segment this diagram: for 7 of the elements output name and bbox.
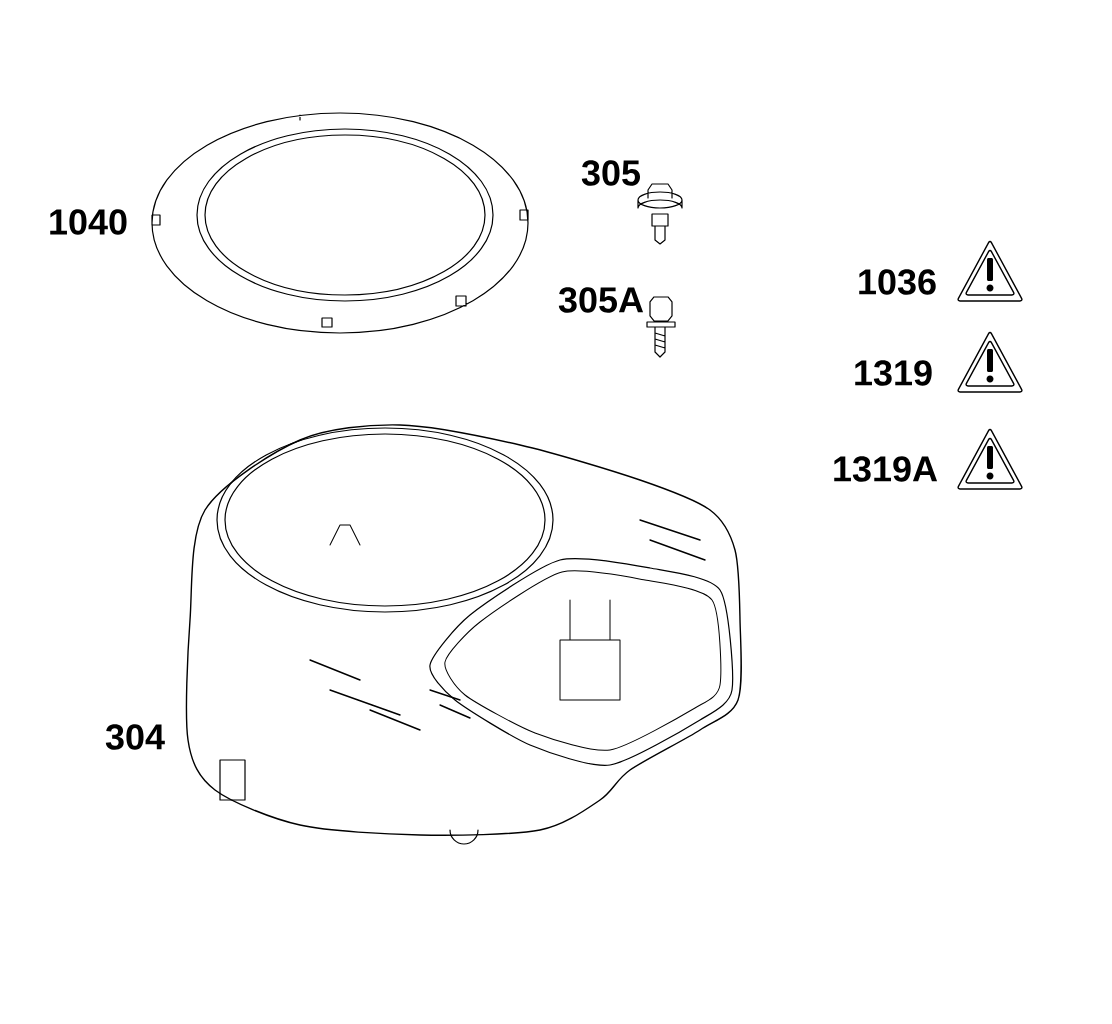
callout-number: 1040 (50, 209, 127, 235)
callout-number: 1319 (855, 360, 932, 386)
callout-number: 305 (581, 160, 640, 186)
callout-number: 304 (105, 724, 165, 750)
callout-number: 305A (558, 287, 644, 313)
callout-number: 1319A (834, 456, 938, 482)
callout-number: 1036 (859, 269, 936, 295)
